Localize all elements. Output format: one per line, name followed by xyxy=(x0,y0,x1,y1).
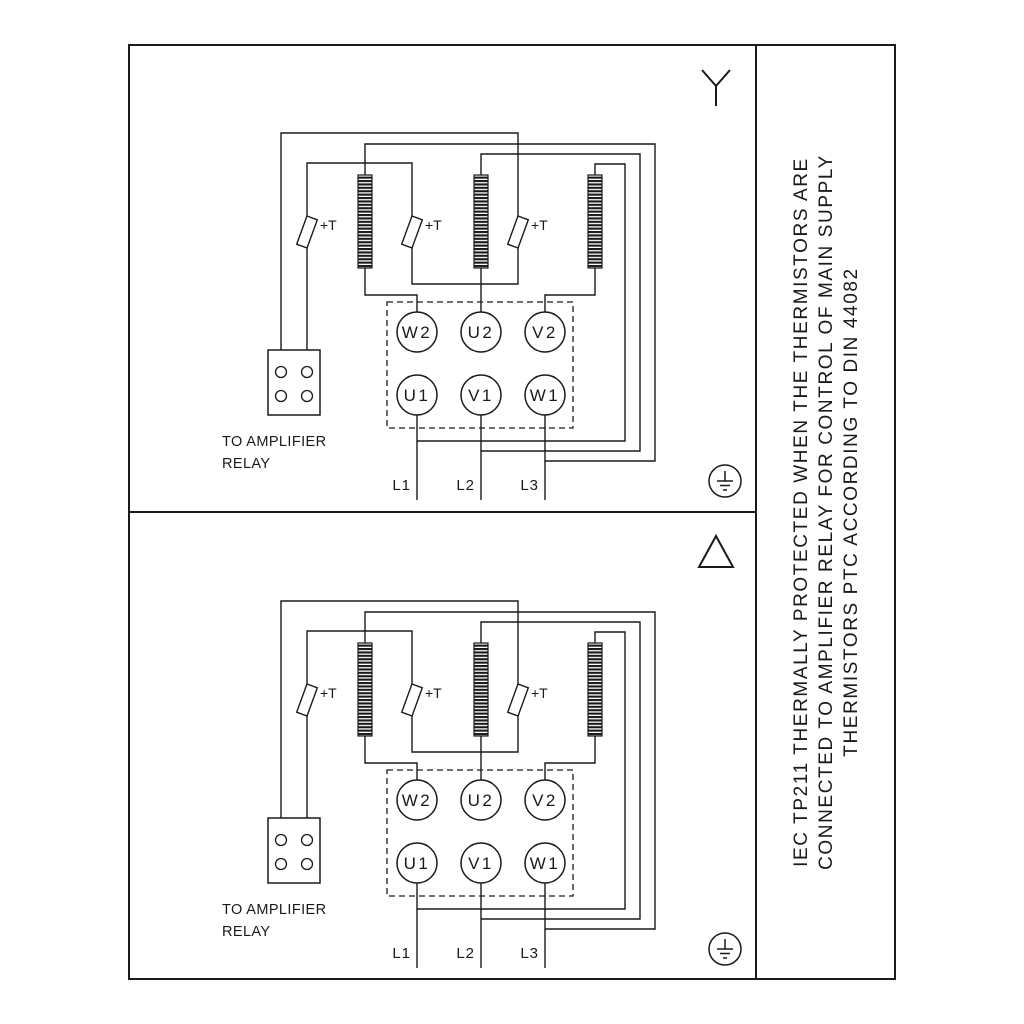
side-note-line: CONNECTED TO AMPLIFIER RELAY FOR CONTROL… xyxy=(815,154,837,870)
terminal-u2: U2 xyxy=(460,311,502,353)
thermistor-link-wire xyxy=(306,630,413,685)
relay-caption-line1: TO AMPLIFIER xyxy=(222,902,326,918)
relay-pin-icon xyxy=(274,365,288,379)
terminal-label: U1 xyxy=(404,854,431,873)
terminal-label: W1 xyxy=(530,386,561,405)
winding-return-wire xyxy=(480,621,641,920)
terminal-v1: V1 xyxy=(460,374,502,416)
side-note-text: IEC TP211 THERMALLY PROTECTED WHEN THE T… xyxy=(756,44,896,980)
relay-pin-icon xyxy=(300,857,314,871)
terminal-label: V2 xyxy=(532,323,558,342)
thermistor-icon xyxy=(295,215,319,249)
winding-coil-icon xyxy=(473,174,489,269)
motor-windings xyxy=(357,642,603,737)
thermistor-label: +T xyxy=(531,217,548,233)
winding-coil-icon xyxy=(473,642,489,737)
terminal-w2: W2 xyxy=(396,311,438,353)
terminal-label: W1 xyxy=(530,854,561,873)
star-connection-panel: +T +T +T W2 U2 V2 U1 V1 W1 xyxy=(222,69,742,500)
winding-coil-icon xyxy=(587,642,603,737)
thermistor-label: +T xyxy=(531,685,548,701)
terminal-u1: U1 xyxy=(396,374,438,416)
terminal-board-outline xyxy=(386,301,574,429)
winding-coil-icon xyxy=(587,174,603,269)
terminal-u1: U1 xyxy=(396,842,438,884)
terminal-w2: W2 xyxy=(396,779,438,821)
phase-label-l3: L3 xyxy=(520,945,539,962)
phase-label-l3: L3 xyxy=(520,477,539,494)
thermistor-relay-wire xyxy=(280,132,519,350)
amplifier-relay-box xyxy=(267,349,321,416)
thermistor-link-wire xyxy=(411,247,519,285)
phase-label-l2: L2 xyxy=(456,477,475,494)
terminal-w1: W1 xyxy=(524,374,566,416)
relay-caption-line2: RELAY xyxy=(222,924,270,940)
terminal-label: W2 xyxy=(402,791,433,810)
star-symbol-icon xyxy=(701,69,731,106)
thermistor-icon xyxy=(400,683,424,717)
thermistors: +T +T +T xyxy=(295,683,548,717)
terminal-w1: W1 xyxy=(524,842,566,884)
phase-label-l1: L1 xyxy=(392,477,411,494)
thermistor-label: +T xyxy=(425,685,442,701)
thermistor-relay-wire xyxy=(280,600,519,818)
terminal-label: U2 xyxy=(468,323,495,342)
winding-coil-icon xyxy=(357,642,373,737)
winding-return-wire xyxy=(364,143,656,462)
thermistor-icon xyxy=(400,215,424,249)
phase-label-l2: L2 xyxy=(456,945,475,962)
relay-pin-icon xyxy=(300,833,314,847)
winding-return-wire xyxy=(480,153,641,452)
winding-terminal-wire xyxy=(544,736,596,780)
thermistor-icon xyxy=(506,215,530,249)
relay-pin-icon xyxy=(274,389,288,403)
relay-pin-icon xyxy=(274,833,288,847)
side-note-line: THERMISTORS PTC ACCORDING TO DIN 44082 xyxy=(840,267,862,757)
winding-return-wire xyxy=(417,163,626,442)
terminal-u2: U2 xyxy=(460,779,502,821)
relay-caption-line1: TO AMPLIFIER xyxy=(222,434,326,450)
terminal-label: V1 xyxy=(468,854,494,873)
thermistor-label: +T xyxy=(425,217,442,233)
relay-pin-icon xyxy=(300,365,314,379)
winding-coil-icon xyxy=(357,174,373,269)
panel-divider xyxy=(128,511,756,513)
relay-pin-icon xyxy=(274,857,288,871)
wiring-lines xyxy=(280,600,656,968)
terminal-label: U1 xyxy=(404,386,431,405)
winding-return-wire xyxy=(364,611,656,930)
wiring-lines xyxy=(280,132,656,500)
winding-terminal-wire xyxy=(544,268,596,312)
thermistors: +T +T +T xyxy=(295,215,548,249)
relay-pin-icon xyxy=(300,389,314,403)
thermistor-link-wire xyxy=(306,162,413,217)
thermistor-label: +T xyxy=(320,685,337,701)
delta-symbol-icon xyxy=(697,533,735,568)
terminal-label: U2 xyxy=(468,791,495,810)
terminal-board-outline xyxy=(386,769,574,897)
thermistor-icon xyxy=(295,683,319,717)
relay-caption-line2: RELAY xyxy=(222,456,270,472)
winding-terminal-wire xyxy=(364,736,418,780)
terminal-label: V2 xyxy=(532,791,558,810)
phase-label-l1: L1 xyxy=(392,945,411,962)
thermistor-link-wire xyxy=(411,715,519,753)
terminal-v2: V2 xyxy=(524,779,566,821)
thermistor-icon xyxy=(506,683,530,717)
note-divider xyxy=(755,44,757,980)
side-note-strip: IEC TP211 THERMALLY PROTECTED WHEN THE T… xyxy=(756,44,896,980)
delta-connection-panel: +T +T +T W2 U2 V2 U1 V1 W1 xyxy=(222,533,742,968)
ground-icon xyxy=(708,464,742,498)
thermistor-label: +T xyxy=(320,217,337,233)
amplifier-relay-box xyxy=(267,817,321,884)
winding-terminal-wire xyxy=(364,268,418,312)
motor-windings xyxy=(357,174,603,269)
side-note-line: IEC TP211 THERMALLY PROTECTED WHEN THE T… xyxy=(790,157,812,867)
winding-return-wire xyxy=(417,631,626,910)
terminal-v2: V2 xyxy=(524,311,566,353)
terminal-v1: V1 xyxy=(460,842,502,884)
ground-icon xyxy=(708,932,742,966)
terminal-label: V1 xyxy=(468,386,494,405)
terminal-label: W2 xyxy=(402,323,433,342)
